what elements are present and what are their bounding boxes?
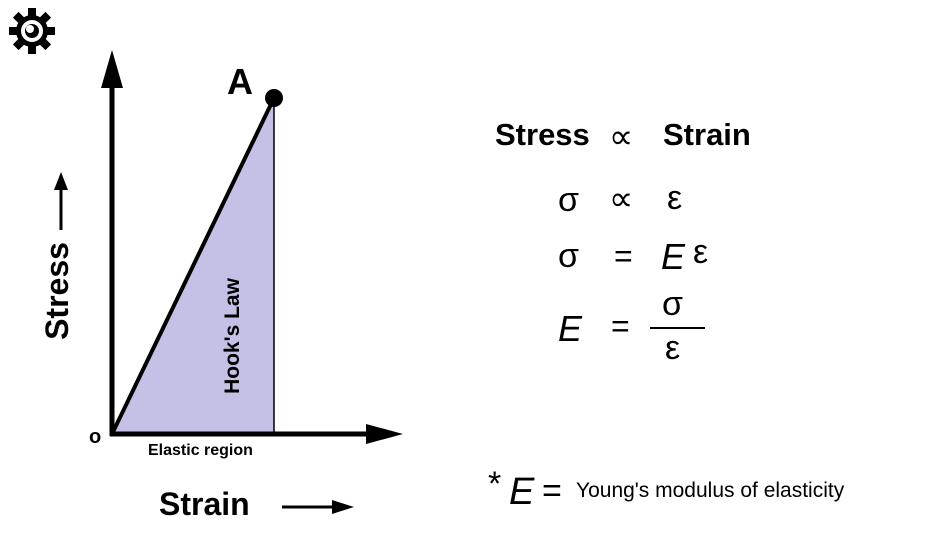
proportional-symbol-2: ∝ bbox=[609, 179, 634, 219]
sigma-symbol-1: σ bbox=[558, 181, 579, 219]
strain-direction-arrowhead bbox=[332, 500, 354, 514]
stress-axis-label: Stress bbox=[39, 242, 75, 340]
equation-stress-word: Stress bbox=[495, 117, 590, 152]
equals-sign-2: = bbox=[611, 308, 630, 344]
footnote-equals: = bbox=[542, 472, 562, 510]
equation-strain-word: Strain bbox=[663, 117, 751, 152]
y-axis-arrowhead bbox=[101, 50, 123, 88]
equals-sign-1: = bbox=[614, 238, 633, 274]
stress-strain-line bbox=[110, 97, 276, 435]
proportional-symbol-1: ∝ bbox=[609, 117, 634, 157]
sigma-symbol-2: σ bbox=[558, 237, 579, 275]
fraction-denominator-epsilon: ε bbox=[665, 329, 681, 367]
epsilon-symbol-1: ε bbox=[667, 179, 683, 217]
stress-direction-arrowhead bbox=[54, 172, 68, 190]
x-axis-arrowhead bbox=[366, 424, 403, 444]
gear-icon bbox=[9, 8, 55, 54]
epsilon-symbol-2: ε bbox=[693, 233, 709, 271]
modulus-symbol-2: E bbox=[558, 308, 583, 349]
footnote-definition: Young's modulus of elasticity bbox=[576, 479, 845, 502]
footnote-asterisk: * bbox=[488, 465, 502, 503]
footnote-modulus-symbol: E bbox=[509, 471, 535, 513]
strain-axis-label: Strain bbox=[159, 486, 250, 522]
origin-label: o bbox=[89, 426, 102, 448]
elastic-region-label: Elastic region bbox=[148, 442, 253, 459]
point-a-marker bbox=[265, 89, 283, 107]
point-a-label: A bbox=[227, 61, 253, 102]
modulus-symbol-1: E bbox=[661, 236, 686, 277]
fraction-numerator-sigma: σ bbox=[662, 285, 683, 323]
hooks-law-label: Hook's Law bbox=[221, 278, 244, 394]
